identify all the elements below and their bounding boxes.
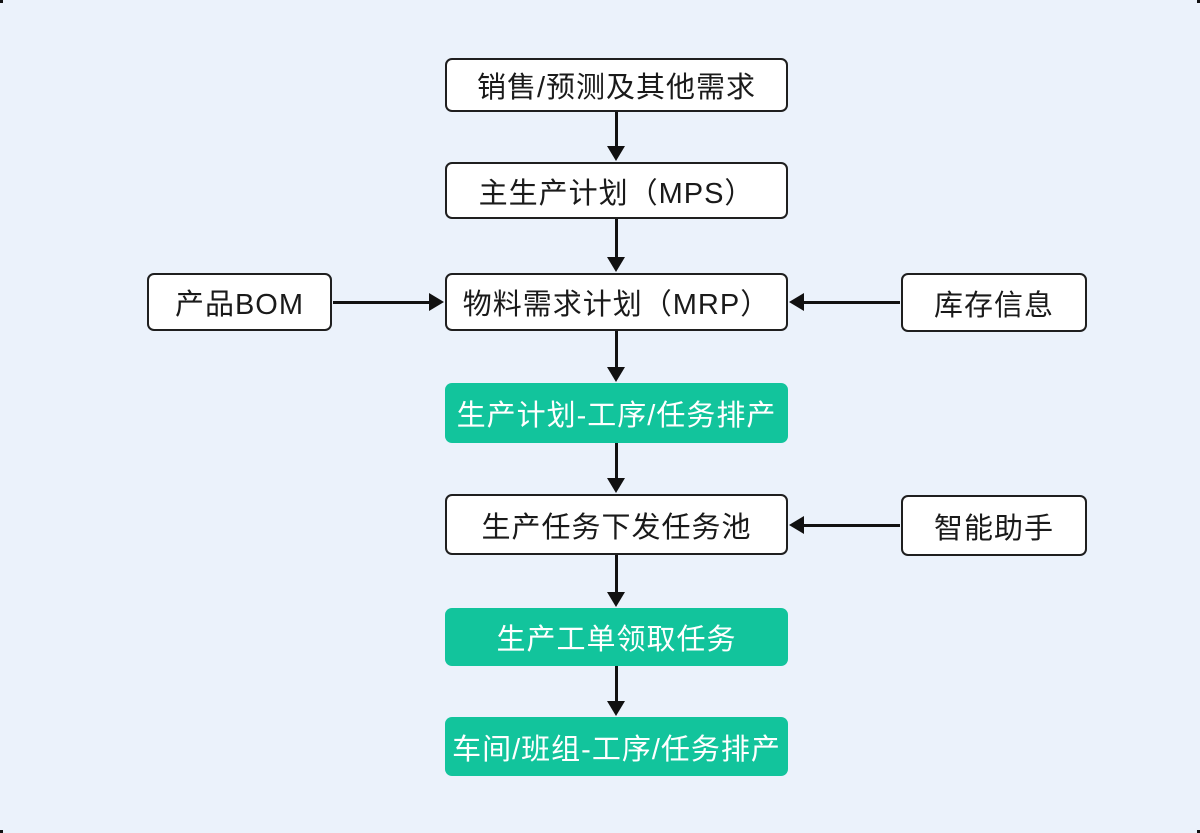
arrow-work-order-to-workshop — [607, 666, 625, 716]
node-work-order: 生产工单领取任务 — [445, 608, 788, 666]
node-sales-demand: 销售/预测及其他需求 — [445, 58, 788, 112]
node-task-pool: 生产任务下发任务池 — [445, 494, 788, 555]
arrow-task-pool-to-work-order — [607, 555, 625, 607]
arrow-inventory-to-mrp — [789, 293, 900, 311]
arrowhead-right-icon — [429, 293, 444, 311]
node-inventory-info: 库存信息 — [901, 273, 1087, 332]
node-mps: 主生产计划（MPS） — [445, 162, 788, 219]
corner-mark — [0, 0, 3, 3]
arrow-assistant-to-task-pool — [789, 516, 900, 534]
arrowhead-left-icon — [789, 516, 804, 534]
arrow-bom-to-mrp — [333, 293, 444, 311]
node-plan-scheduling: 生产计划-工序/任务排产 — [445, 383, 788, 443]
arrow-shaft — [614, 331, 618, 367]
arrow-mps-to-mrp — [607, 219, 625, 272]
arrowhead-down-icon — [607, 257, 625, 272]
arrow-mrp-to-plan-scheduling — [607, 331, 625, 382]
corner-mark — [1197, 830, 1200, 833]
arrowhead-down-icon — [607, 478, 625, 493]
arrowhead-down-icon — [607, 701, 625, 716]
node-product-bom: 产品BOM — [147, 273, 332, 331]
arrow-shaft — [614, 443, 618, 478]
arrow-shaft — [804, 300, 900, 304]
node-workshop-scheduling: 车间/班组-工序/任务排产 — [445, 717, 788, 776]
node-mrp: 物料需求计划（MRP） — [445, 273, 788, 331]
arrow-shaft — [614, 666, 618, 701]
arrowhead-left-icon — [789, 293, 804, 311]
arrow-shaft — [614, 219, 618, 257]
arrow-plan-scheduling-to-task-pool — [607, 443, 625, 493]
arrow-sales-to-mps — [607, 112, 625, 161]
arrow-shaft — [804, 523, 900, 527]
corner-mark — [1197, 0, 1200, 3]
arrow-shaft — [333, 300, 429, 304]
arrowhead-down-icon — [607, 592, 625, 607]
arrowhead-down-icon — [607, 146, 625, 161]
arrow-shaft — [614, 555, 618, 592]
arrowhead-down-icon — [607, 367, 625, 382]
node-smart-assistant: 智能助手 — [901, 495, 1087, 556]
arrow-shaft — [614, 112, 618, 146]
corner-mark — [0, 830, 3, 833]
